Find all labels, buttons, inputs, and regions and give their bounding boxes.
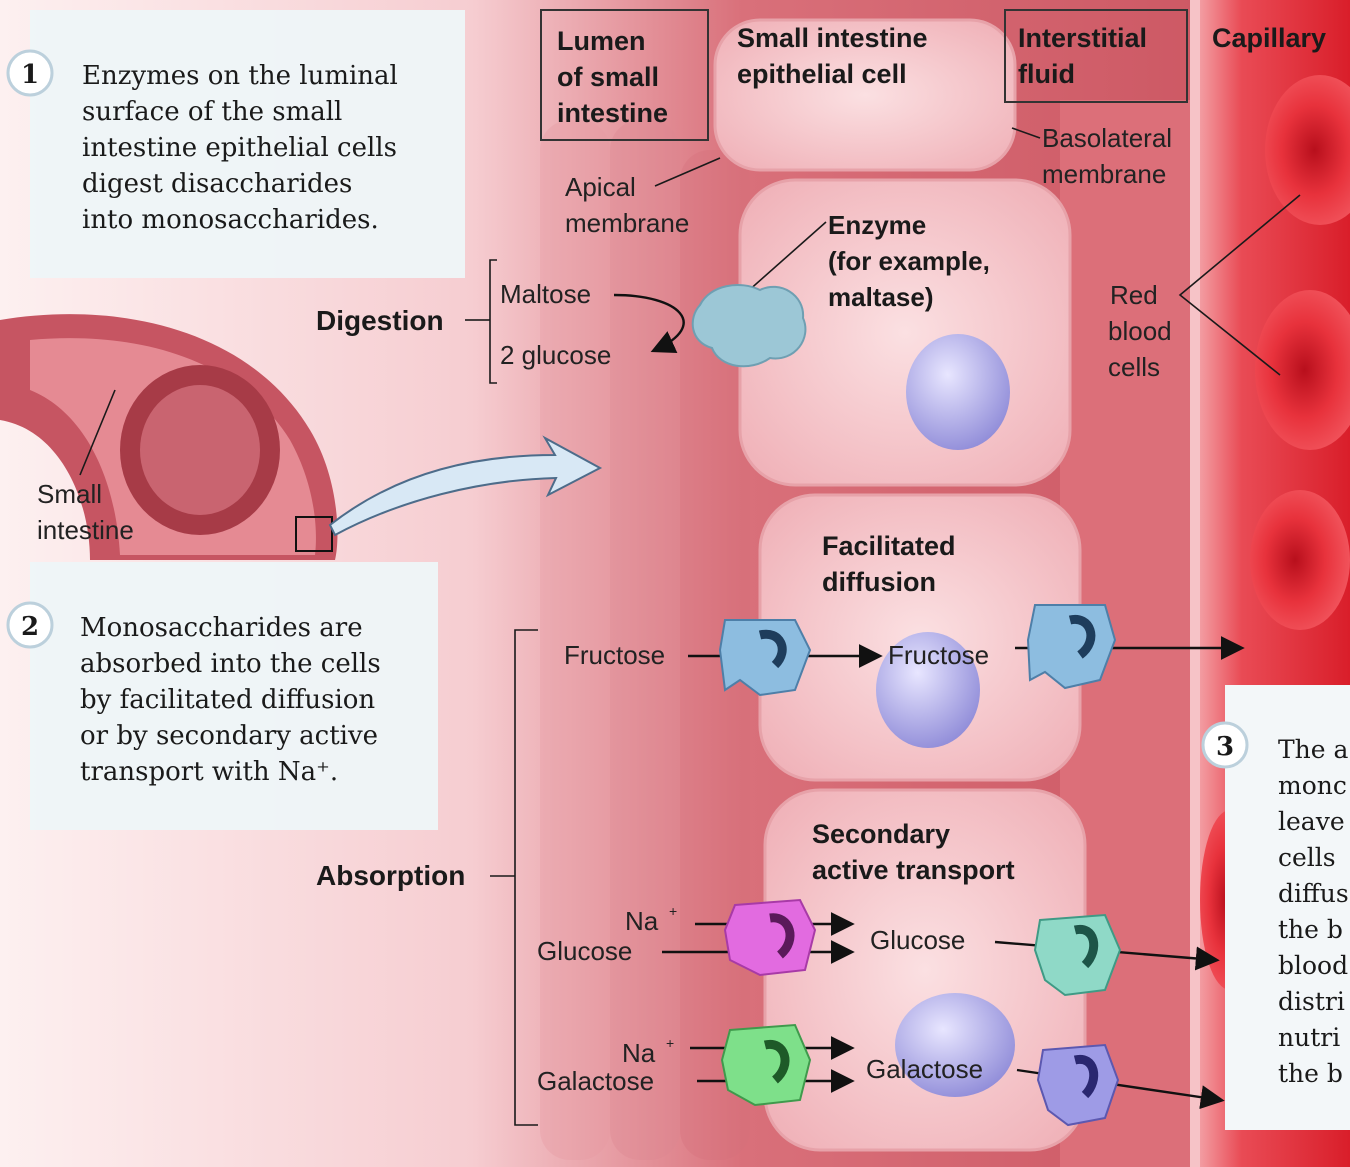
fructose-in-label: Fructose [564, 640, 665, 670]
small-intestine-label: Small [37, 479, 102, 509]
galactose-in-label: Galactose [537, 1066, 654, 1096]
step1-text: Enzymes on the luminal surface of the sm… [82, 61, 398, 235]
red-blood-cell [1250, 490, 1350, 630]
capillary-wall [1190, 0, 1200, 1167]
step3-line: blood [1278, 951, 1348, 980]
rbc-label: Red [1110, 280, 1158, 310]
lumen-header-line: of small [557, 62, 659, 92]
sodium-label: Na [625, 906, 659, 936]
capillary-header: Capillary [1212, 23, 1326, 53]
step3-line: the b [1278, 1059, 1343, 1088]
sodium-label: Na [622, 1038, 656, 1068]
sodium-charge: + [669, 903, 677, 919]
basolateral-membrane-label: Basolateral [1042, 123, 1172, 153]
step2-line: by facilitated diffusion [80, 685, 375, 715]
secondary-active-label: active transport [812, 855, 1015, 885]
lumen-header-line: Lumen [557, 26, 646, 56]
step3-line: monc [1278, 771, 1347, 800]
step2-line: absorbed into the cells [80, 649, 381, 679]
step3-line: leave [1278, 807, 1345, 836]
enzyme-label: maltase) [828, 282, 934, 312]
step1-line: Enzymes on the luminal [82, 61, 398, 91]
lumen-header-line: intestine [557, 98, 668, 128]
step3-line: cells [1278, 843, 1336, 872]
rbc-label: blood [1108, 316, 1172, 346]
epithelial-header-line: Small intestine [737, 23, 928, 53]
secondary-active-label: Secondary [812, 819, 950, 849]
step2-line: transport with Na⁺. [80, 757, 338, 787]
enzyme-label: (for example, [828, 246, 990, 276]
step2-line: or by secondary active [80, 721, 378, 751]
nucleus [906, 334, 1010, 450]
apical-membrane-label: Apical [565, 172, 636, 202]
sglt1-galactose-transporter-icon [722, 1025, 810, 1105]
glucose-in-label: Glucose [537, 936, 632, 966]
step1-line: digest disaccharides [82, 169, 352, 199]
step3-number: 3 [1216, 732, 1234, 762]
two-glucose-label: 2 glucose [500, 340, 611, 370]
step2-line: Monosaccharides are [80, 613, 363, 643]
fructose-out-label: Fructose [888, 640, 989, 670]
step2-number: 2 [21, 612, 39, 642]
interstitial-header-line: fluid [1018, 59, 1075, 89]
glucose-out-label: Glucose [870, 925, 965, 955]
step2-text: Monosaccharides are absorbed into the ce… [80, 613, 381, 787]
step3-line: The a [1278, 735, 1349, 764]
apical-membrane-label: membrane [565, 208, 689, 238]
step1-number: 1 [21, 60, 39, 90]
rbc-label: cells [1108, 352, 1160, 382]
small-intestine-label: intestine [37, 515, 134, 545]
absorption-label: Absorption [316, 860, 465, 891]
step3-line: nutri [1278, 1023, 1340, 1052]
step3-line: the b [1278, 915, 1343, 944]
facilitated-diffusion-label: Facilitated [822, 531, 956, 561]
basolateral-membrane-label: membrane [1042, 159, 1166, 189]
enzyme-label: Enzyme [828, 210, 926, 240]
maltose-label: Maltose [500, 279, 591, 309]
galactose-out-label: Galactose [866, 1054, 983, 1084]
interstitial-header-line: Interstitial [1018, 23, 1147, 53]
sglt1-glucose-transporter-icon [725, 900, 815, 975]
step3-line: diffus [1278, 879, 1349, 908]
digestion-label: Digestion [316, 305, 444, 336]
step1-line: into monosaccharides. [82, 205, 379, 235]
step3-line: distri [1278, 987, 1345, 1016]
step1-line: surface of the small [82, 97, 342, 127]
facilitated-diffusion-label: diffusion [822, 567, 936, 597]
sodium-charge: + [666, 1035, 674, 1051]
epithelial-header-line: epithelial cell [737, 59, 907, 89]
step1-line: intestine epithelial cells [82, 133, 397, 163]
